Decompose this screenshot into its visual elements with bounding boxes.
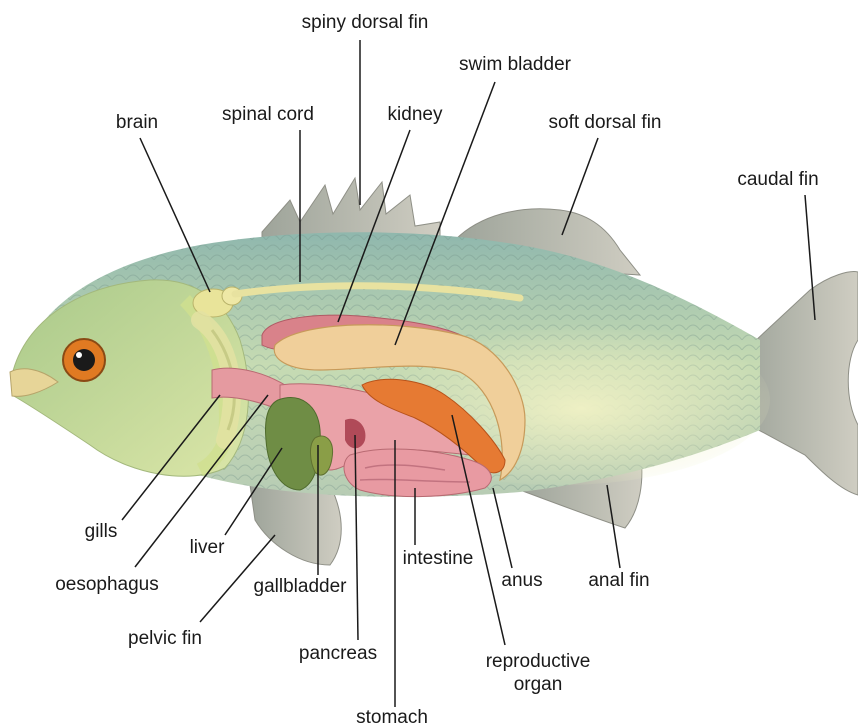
label-reproductive-organ-line2: organ	[514, 674, 563, 695]
label-reproductive-organ-line1: reproductive	[486, 651, 591, 672]
label-pancreas: pancreas	[299, 643, 377, 664]
label-spinal-cord: spinal cord	[222, 104, 314, 125]
label-caudal-fin: caudal fin	[737, 169, 818, 190]
label-brain: brain	[116, 112, 158, 133]
label-anal-fin: anal fin	[588, 570, 649, 591]
label-gills: gills	[85, 521, 118, 542]
label-swim-bladder: swim bladder	[459, 54, 572, 75]
label-intestine: intestine	[403, 548, 474, 569]
leader-anus	[493, 488, 512, 568]
label-kidney: kidney	[388, 104, 443, 125]
label-soft-dorsal-fin: soft dorsal fin	[549, 112, 662, 133]
label-pelvic-fin: pelvic fin	[128, 628, 202, 649]
label-anus: anus	[501, 570, 542, 591]
label-stomach: stomach	[356, 707, 428, 727]
pelvic-fin-shape	[250, 485, 341, 565]
label-oesophagus: oesophagus	[55, 574, 159, 595]
label-spiny-dorsal-fin: spiny dorsal fin	[302, 12, 429, 33]
label-liver: liver	[190, 537, 226, 558]
eye	[63, 339, 105, 381]
label-gall-bladder: gallbladder	[254, 576, 348, 597]
